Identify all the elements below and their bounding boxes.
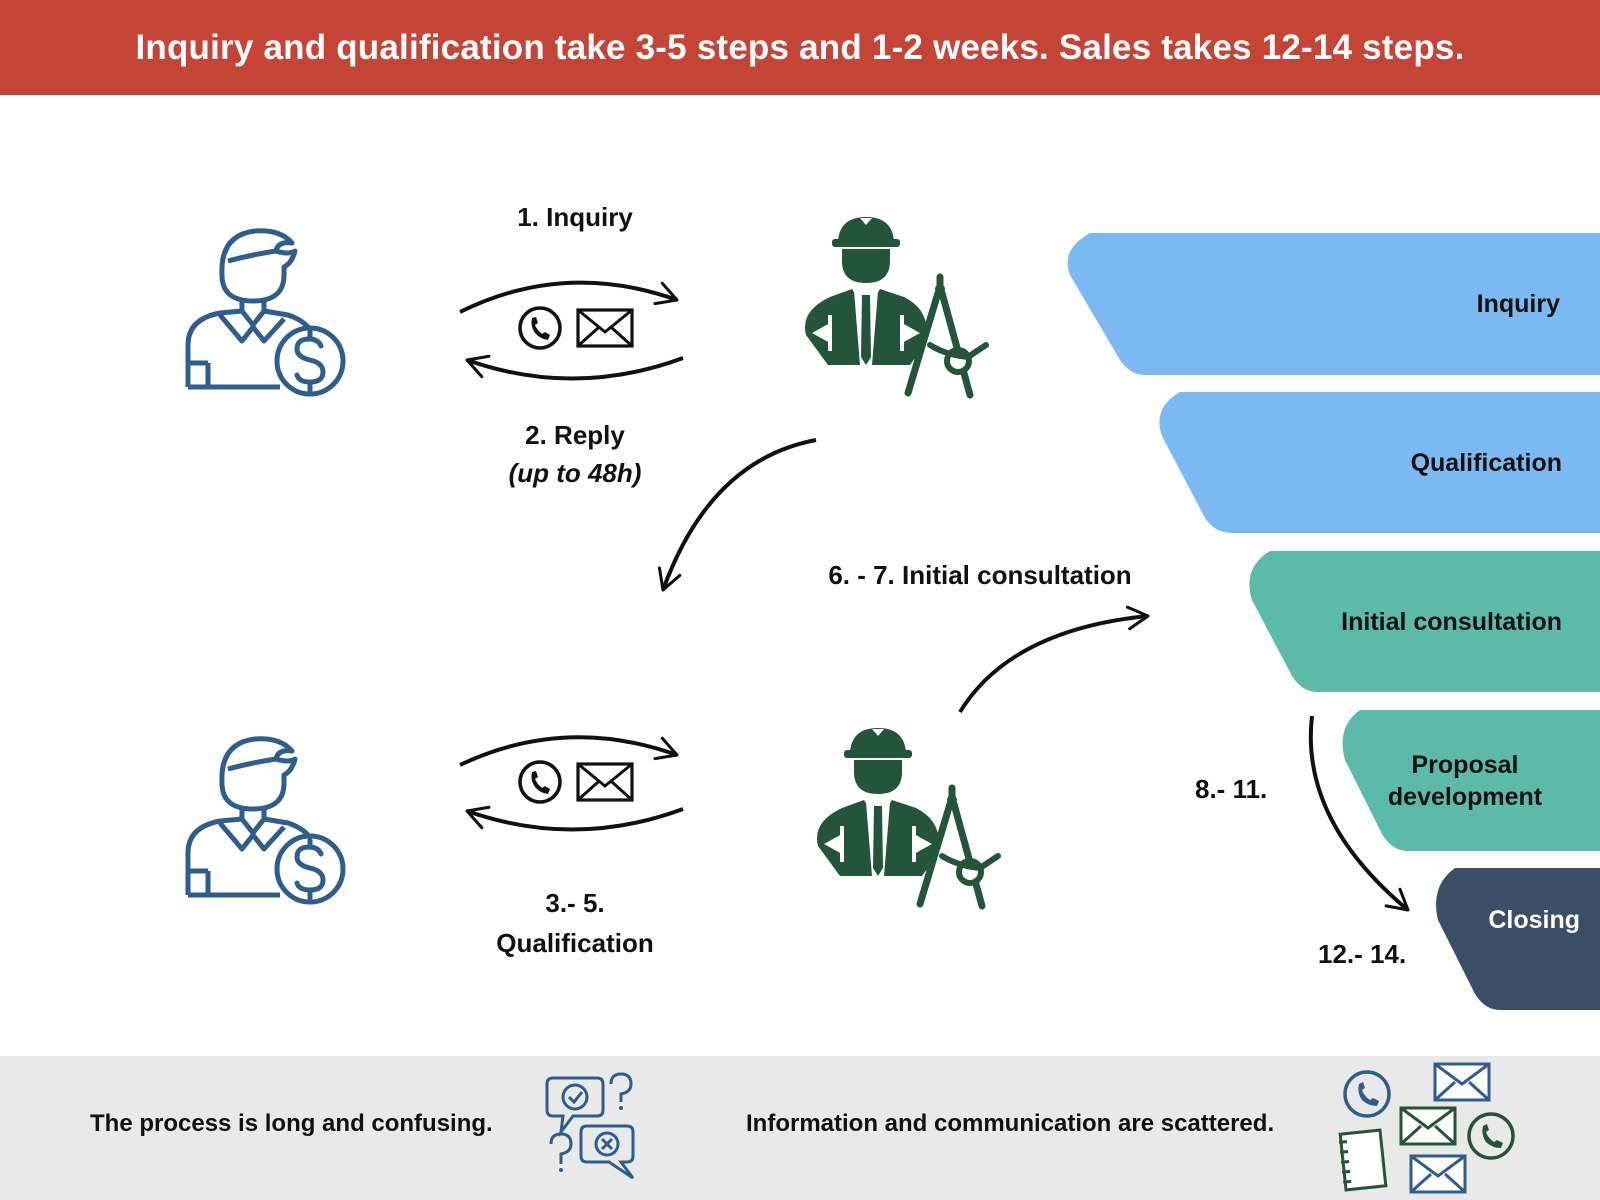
funnel-stage-label: Qualification — [1410, 448, 1562, 477]
funnel-stage-qualification: Qualification — [1190, 392, 1562, 533]
funnel-stage-inquiry-shape — [1067, 233, 1600, 375]
exchange-arrows — [459, 735, 684, 832]
funnel-stage-consultation-shape — [1249, 551, 1600, 692]
banner-title: Inquiry and qualification take 3-5 steps… — [0, 0, 1600, 95]
step-reply-note: (up to 48h) — [508, 458, 642, 488]
step-proposal-num: 8.- 11. — [1195, 774, 1268, 804]
funnel-stage-label: Inquiry — [1476, 290, 1560, 318]
step-qualification-num: 3.- 5. — [545, 888, 605, 918]
funnel-stage-consultation: Initial consultation — [1280, 551, 1562, 692]
step-closing-num: 12.- 14. — [1318, 939, 1407, 969]
funnel-shapes — [1067, 233, 1600, 1010]
step-inquiry-label: 1. Inquiry — [517, 202, 633, 232]
flow-arrows — [657, 438, 1410, 912]
funnel-stage-label: Initial consultation — [1341, 607, 1562, 636]
funnel-stage-proposal-shape — [1342, 710, 1600, 851]
funnel-stage-label: Closing — [1488, 906, 1580, 934]
footer-left-text: The process is long and confusing. — [90, 1110, 493, 1137]
chat-question-icon — [545, 1072, 635, 1180]
step-qualification-label: Qualification — [496, 928, 654, 958]
funnel-stage-inquiry: Inquiry — [1100, 233, 1560, 375]
exchange-arrows — [459, 280, 684, 381]
step-consultation-label: 6. - 7. Initial consultation — [828, 560, 1132, 590]
funnel-stage-closing: Closing — [1460, 868, 1580, 972]
step-reply-label: 2. Reply — [525, 420, 625, 450]
notebook-icon — [1338, 1062, 1515, 1194]
funnel-stage-qualification-shape — [1159, 392, 1600, 533]
funnel-stage-closing-shape — [1436, 868, 1600, 1010]
footer-right-text: Information and communication are scatte… — [746, 1110, 1275, 1137]
footer-bar — [0, 1056, 1600, 1200]
